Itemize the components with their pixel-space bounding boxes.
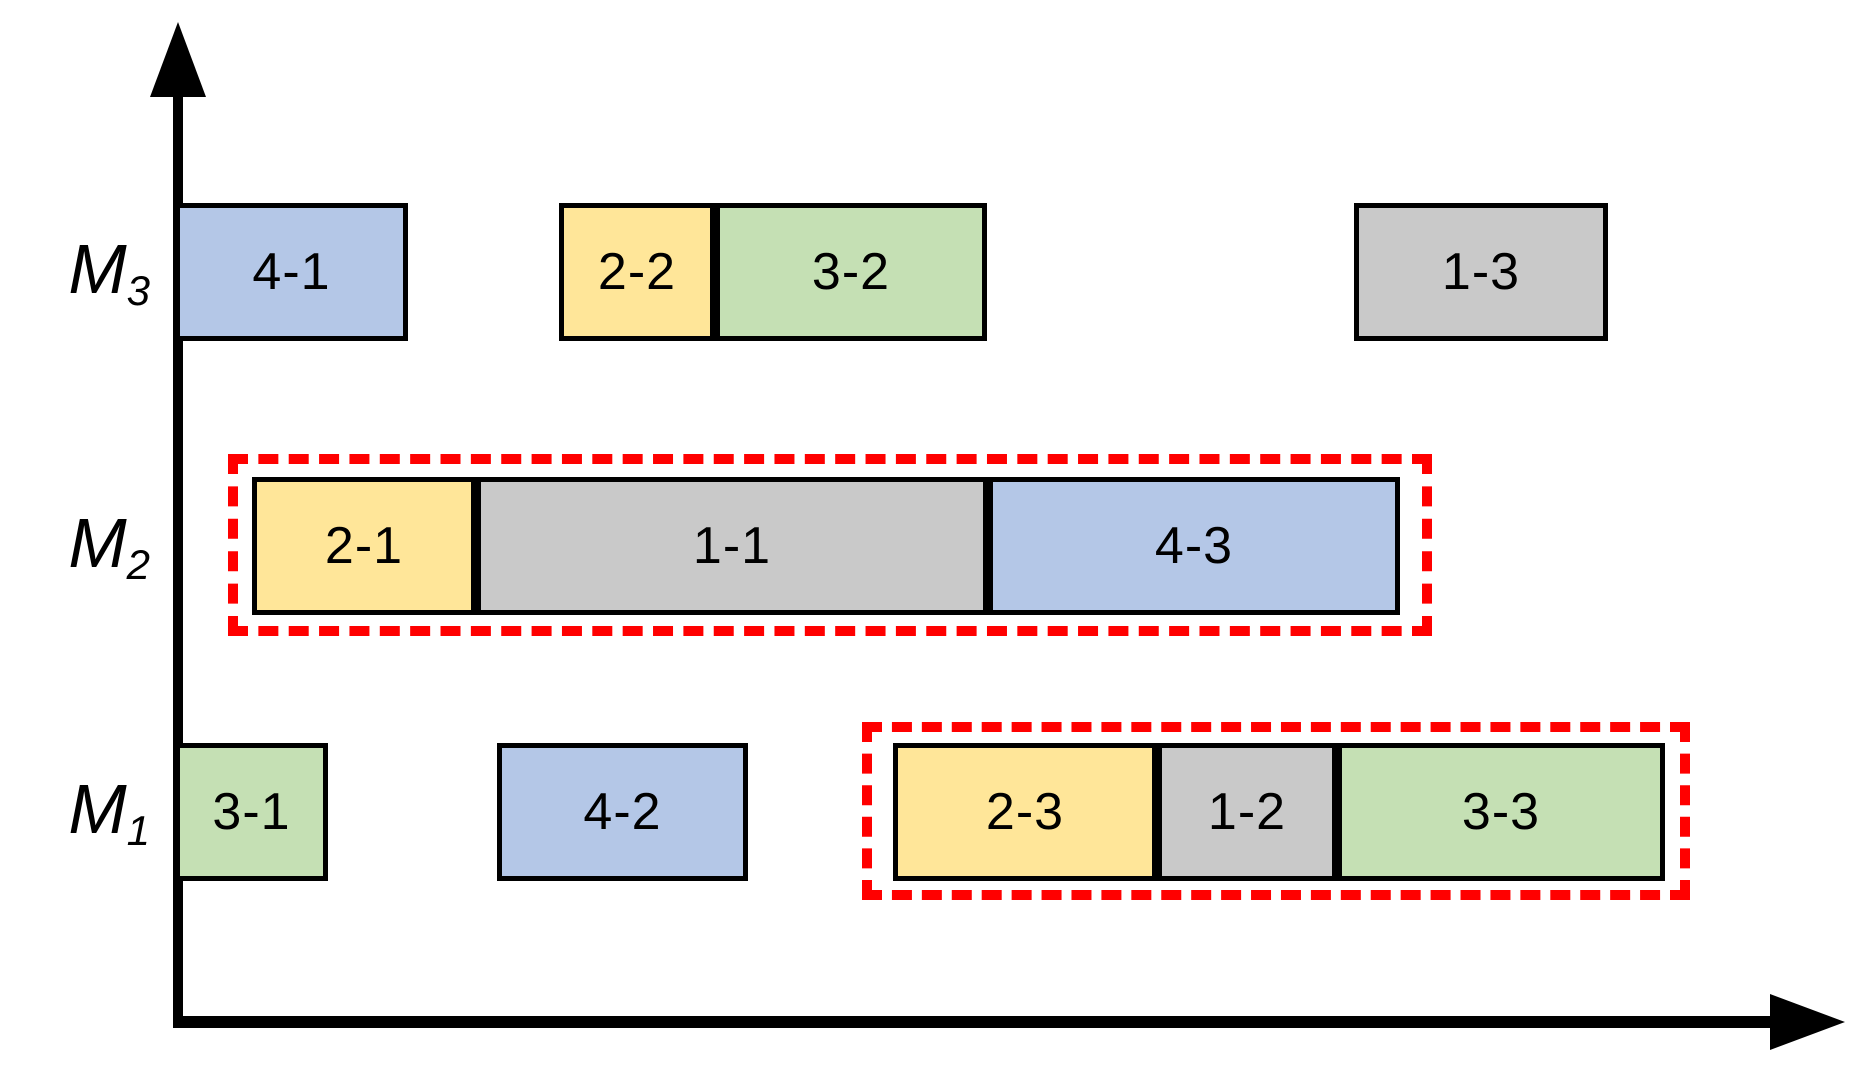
machine-label-m1-base: M [68, 770, 127, 848]
machine-label-m3-base: M [68, 230, 127, 308]
op-label-3-2: 3-2 [811, 243, 891, 301]
machine-label-m3: M3 [10, 234, 150, 311]
machine-label-m1-sub: 1 [126, 806, 150, 854]
op-label-1-1: 1-1 [692, 517, 772, 575]
op-label-4-1: 4-1 [252, 243, 331, 301]
op-label-3-3: 3-3 [1461, 783, 1541, 841]
op-box-3-2: 3-2 [715, 203, 987, 341]
machine-label-m3-sub: 3 [126, 266, 150, 314]
machine-label-m2-sub: 2 [126, 540, 150, 588]
op-box-1-1: 1-1 [476, 477, 988, 615]
op-label-2-2: 2-2 [597, 243, 677, 301]
op-box-2-3: 2-3 [893, 743, 1157, 881]
op-box-2-1: 2-1 [252, 477, 476, 615]
highlight-group-m2 [228, 454, 1432, 636]
op-label-2-1: 2-1 [324, 517, 404, 575]
op-box-4-3: 4-3 [988, 477, 1400, 615]
op-box-3-1: 3-1 [175, 743, 328, 881]
op-label-1-3: 1-3 [1441, 243, 1521, 301]
op-label-4-3: 4-3 [1154, 517, 1234, 575]
y-axis-line [173, 85, 183, 1028]
op-box-4-2: 4-2 [497, 743, 748, 881]
op-label-1-2: 1-2 [1207, 783, 1287, 841]
op-label-2-3: 2-3 [985, 783, 1065, 841]
y-axis-arrow-icon [150, 22, 206, 97]
op-box-3-3: 3-3 [1337, 743, 1665, 881]
op-box-4-1: 4-1 [175, 203, 408, 341]
machine-label-m2-base: M [68, 504, 127, 582]
x-axis-line [173, 1016, 1790, 1028]
op-label-3-1: 3-1 [212, 783, 291, 841]
op-label-4-2: 4-2 [583, 783, 662, 841]
op-box-2-2: 2-2 [559, 203, 715, 341]
x-axis-arrow-icon [1770, 994, 1845, 1050]
machine-label-m1: M1 [10, 774, 150, 851]
machine-label-m2: M2 [10, 508, 150, 585]
highlight-group-m1 [862, 722, 1690, 900]
op-box-1-3: 1-3 [1354, 203, 1608, 341]
op-box-1-2: 1-2 [1157, 743, 1337, 881]
